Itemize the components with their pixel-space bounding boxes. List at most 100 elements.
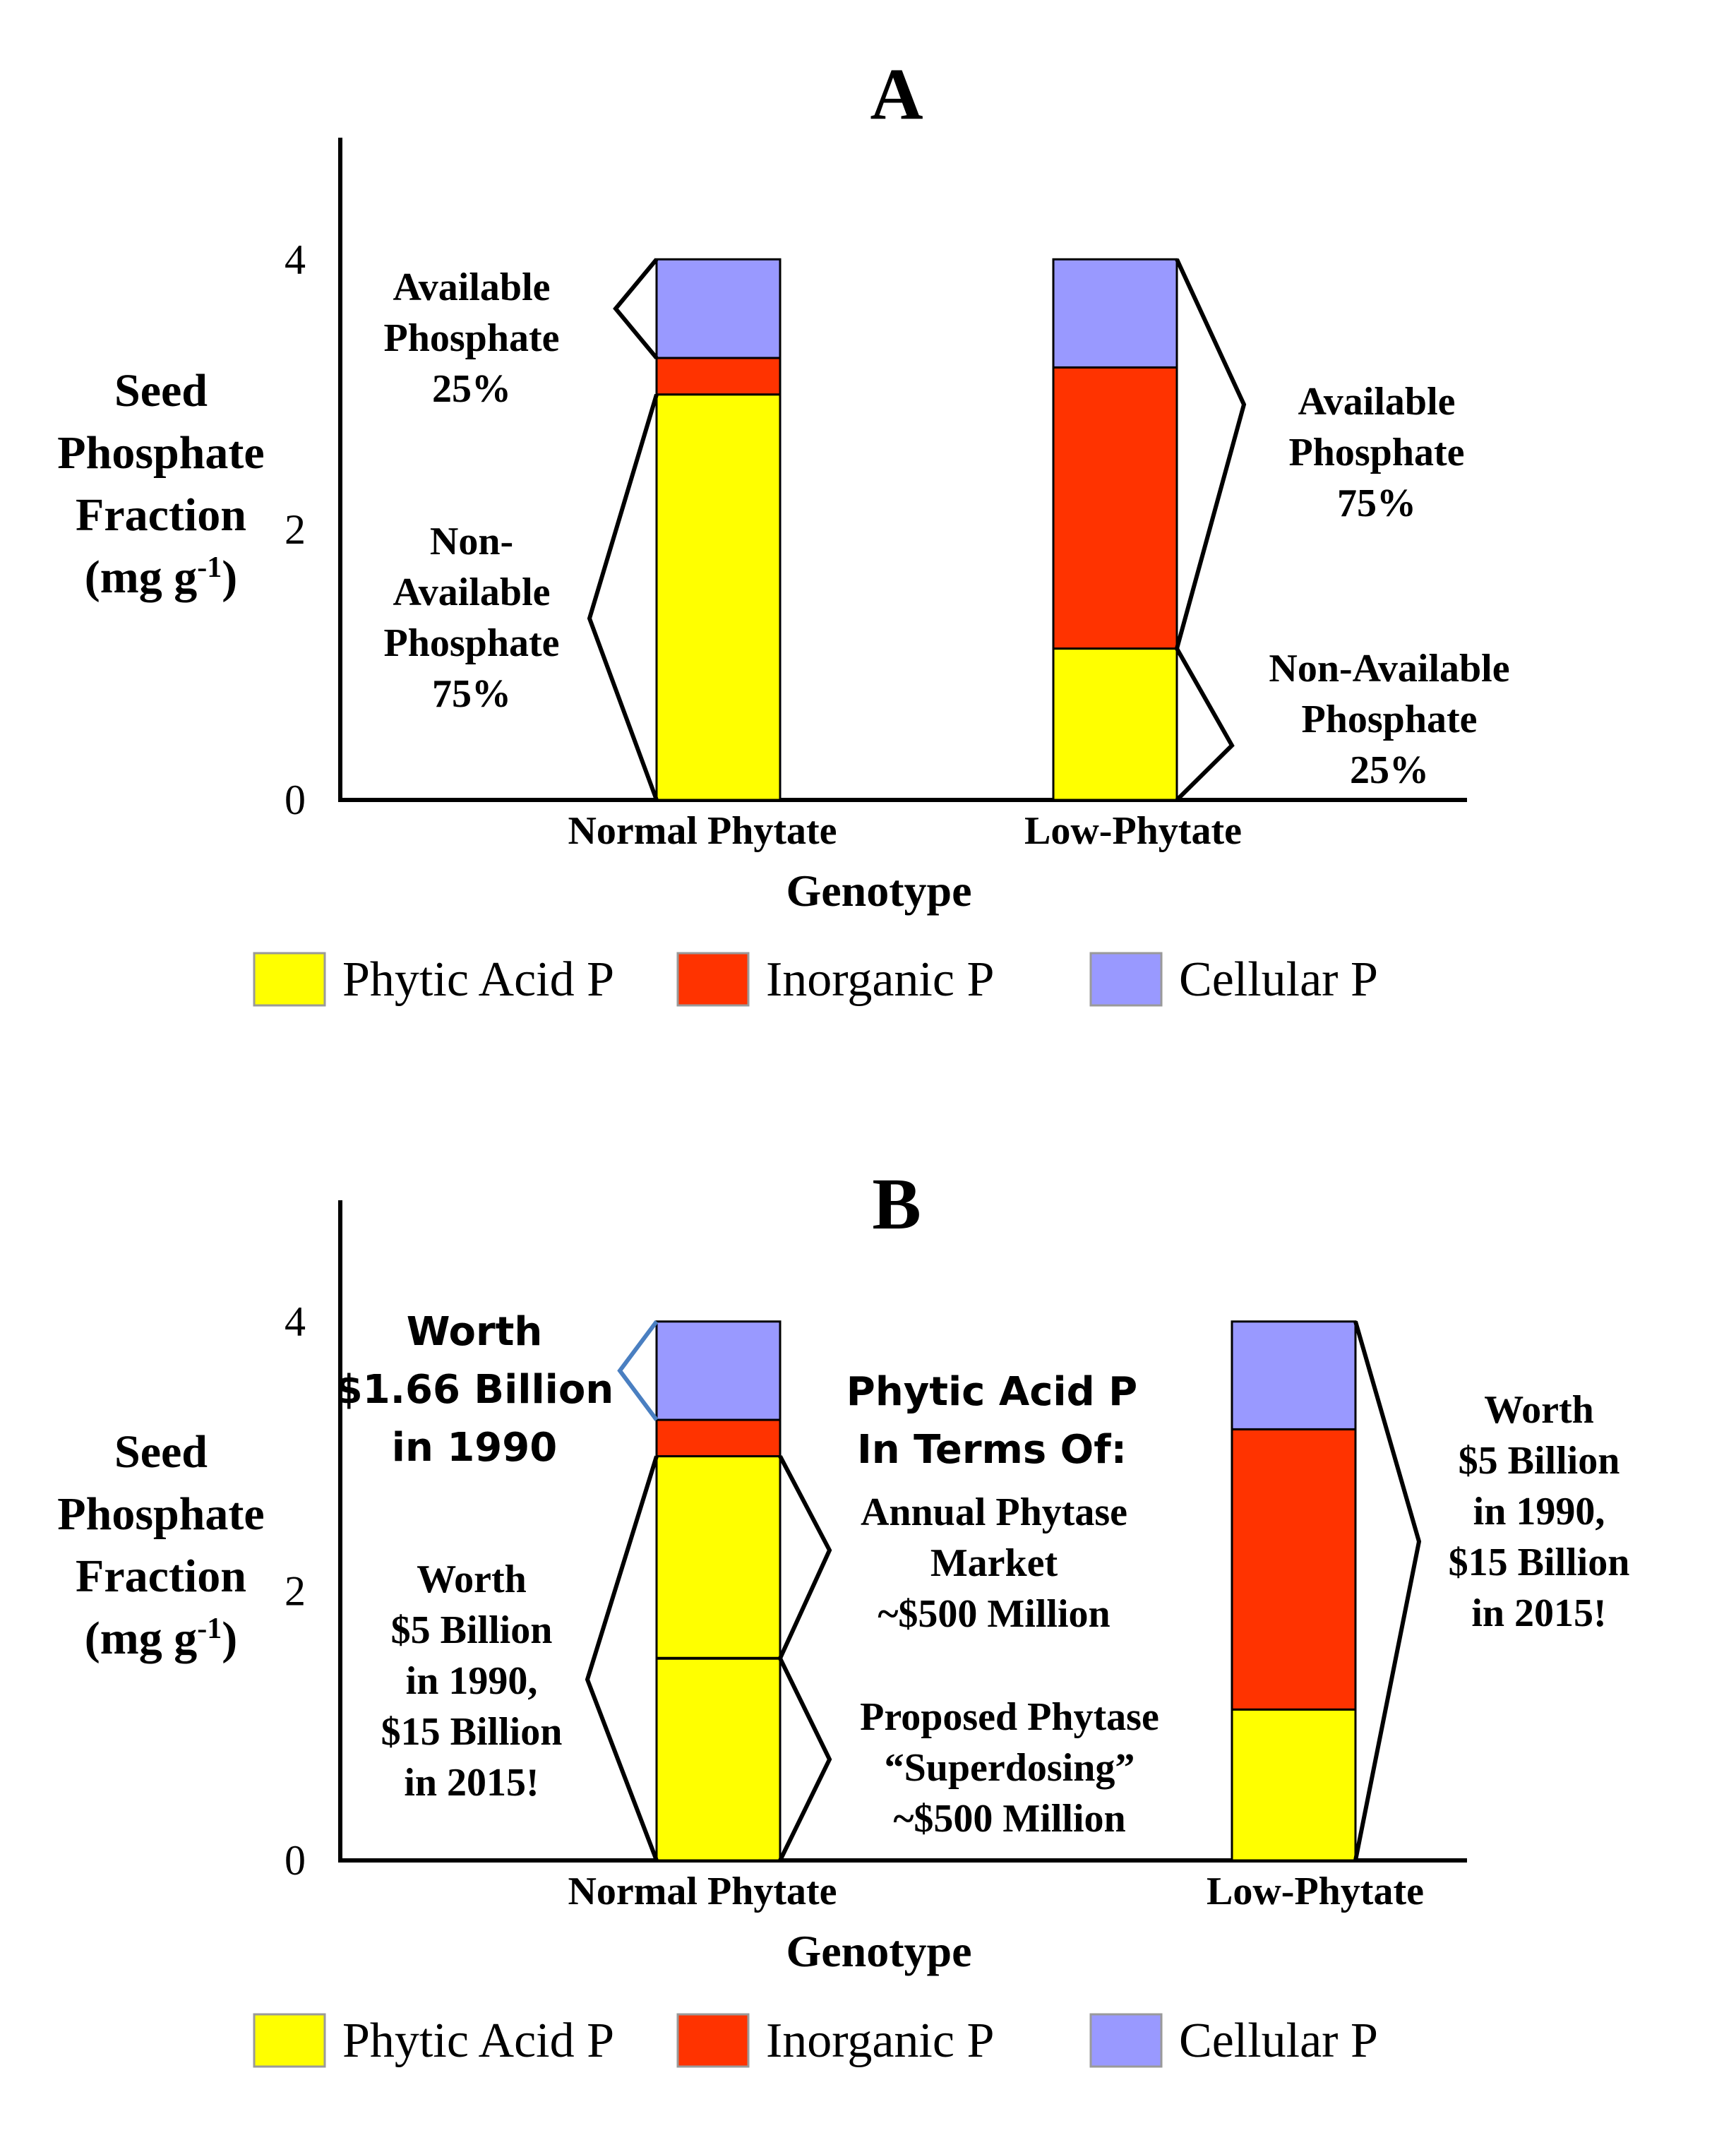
y-tick-label: 0 [285,1837,306,1884]
annotation-superdosing: Proposed Phytase “Superdosing” ~$500 Milli… [860,1695,1159,1841]
y-axis-label-line: Fraction [76,489,246,541]
legend-label: Phytic Acid P [342,952,614,1007]
legend-label: Cellular P [1179,2014,1378,2068]
brace-available-normal [613,258,659,359]
annotation-available-low-line: Phosphate [1289,431,1465,474]
annotation-cellular-worth-line: in 1990 [392,1425,557,1471]
bar-segment-inorganic-p [655,1418,782,1458]
annotation-available-low-line: 75% [1337,482,1416,525]
annotation-low-phytate-worth-line: in 2015! [1471,1591,1606,1635]
y-tick-label: 4 [285,236,306,282]
y-axis-label-part: (mg g [85,1613,197,1664]
bar-segment-phytic-acid-p [1231,1708,1357,1862]
annotation-low-phytate-worth-line: Worth [1484,1388,1594,1432]
annotation-superdosing-line: ~$500 Million [893,1797,1125,1841]
annotation-nonavailable-low-line: Phosphate [1302,698,1478,741]
annotation-nonavailable-normal-line: 75% [432,672,511,716]
brace-available-low [1175,258,1247,650]
x-axis-title: Genotype [786,866,971,916]
x-tick-label: Low-Phytate [1207,1870,1424,1913]
bar-segment-cellular-p [655,1320,782,1421]
annotation-nonavailable-low-line: 25% [1350,748,1429,792]
panel-label: B [872,1164,921,1245]
brace-phytic-left [585,1455,659,1862]
y-tick-label: 0 [285,777,306,823]
y-axis-label-line: (mg g-1) [85,551,237,603]
bar-segment-phytic-acid-p [655,393,782,801]
brace-low-phytate [1353,1320,1422,1861]
legend-label: Inorganic P [766,2014,994,2068]
x-tick-label: Normal Phytate [568,809,837,853]
annotation-low-phytate-worth-line: in 1990, [1473,1490,1605,1534]
y-axis-label-line: (mg g-1) [85,1613,237,1664]
annotation-available-normal-line: Available [393,265,551,309]
y-axis-label-line: Fraction [76,1550,246,1602]
y-tick-label: 4 [285,1298,306,1345]
annotation-low-phytate-worth-line: $15 Billion [1449,1541,1630,1584]
bar-segment-phytic-acid-p [1052,647,1178,801]
annotation-phytase-market-line: Market [930,1541,1058,1585]
y-axis-label-part: (mg g [85,551,197,603]
annotation-phytic-worth-line: Worth [417,1558,527,1601]
annotation-phytic-worth-line: in 2015! [404,1761,539,1805]
brace-cellular-normal [617,1320,659,1421]
annotation-low-phytate-worth-line: $5 Billion [1459,1439,1620,1483]
annotation-available-low-line: Available [1298,380,1456,424]
legend-label: Cellular P [1179,952,1378,1007]
y-axis-label-line: Phosphate [57,427,264,479]
brace-superdosing [778,1657,832,1862]
y-axis-label-part: ) [222,551,237,603]
annotation-superdosing-line: Proposed Phytase [860,1695,1159,1739]
annotation-phytase-market-line: ~$500 Million [878,1592,1110,1636]
legend-swatch-cellular-p [1089,2013,1163,2068]
annotation-available-normal-line: Phosphate [384,316,560,360]
legend-swatch-phytic-acid-p [253,952,326,1007]
annotation-phytase-market-line: Annual Phytase [861,1490,1127,1534]
legend-swatch-phytic-acid-p [253,2013,326,2068]
annotation-cellular-worth-line: Worth [407,1309,543,1355]
bar-segment-cellular-p [1231,1320,1357,1430]
brace-phytase-market [778,1455,832,1660]
annotation-available-normal-line: 25% [432,367,511,411]
bar-segment-cellular-p [1052,258,1178,369]
x-tick-label: Normal Phytate [568,1870,837,1913]
y-axis-label-superscript: -1 [197,551,222,584]
legend-swatch-cellular-p [1089,952,1163,1007]
annotation-low-phytate-worth: Worth $5 Billion in 1990, $15 Billion in 201… [1449,1388,1630,1635]
legend-swatch-inorganic-p [676,952,750,1007]
annotation-nonavailable-low-line: Non-Available [1269,647,1509,691]
brace-nonavailable-low [1175,647,1235,802]
y-tick-label: 2 [285,1567,306,1614]
annotation-phytic-worth-line: $5 Billion [391,1608,553,1652]
y-tick-label: 2 [285,506,306,553]
bar-segment-inorganic-p [1052,366,1178,650]
annotation-nonavailable-normal-line: Phosphate [384,621,560,665]
annotation-phytic-terms-line: Phytic Acid P [846,1369,1137,1415]
panel-label: A [870,54,923,135]
brace-nonavailable-normal [587,393,659,801]
bar-segment-inorganic-p [655,357,782,396]
annotation-cellular-worth-line: $1.66 Billion [335,1367,613,1413]
legend-label: Phytic Acid P [342,2014,614,2068]
y-axis-label-part: ) [222,1613,237,1664]
y-axis-label-line: Phosphate [57,1488,264,1540]
bar-segment-cellular-p [655,258,782,359]
annotation-phytic-terms-line: In Terms Of: [857,1427,1127,1473]
y-axis-label-superscript: -1 [197,1613,222,1645]
annotation-cellular-worth: Worth $1.66 Billion in 1990 [335,1309,613,1471]
x-tick-label: Low-Phytate [1024,809,1242,853]
annotation-nonavailable-normal-line: Non- [430,520,513,563]
annotation-superdosing-line: “Superdosing” [885,1746,1135,1790]
